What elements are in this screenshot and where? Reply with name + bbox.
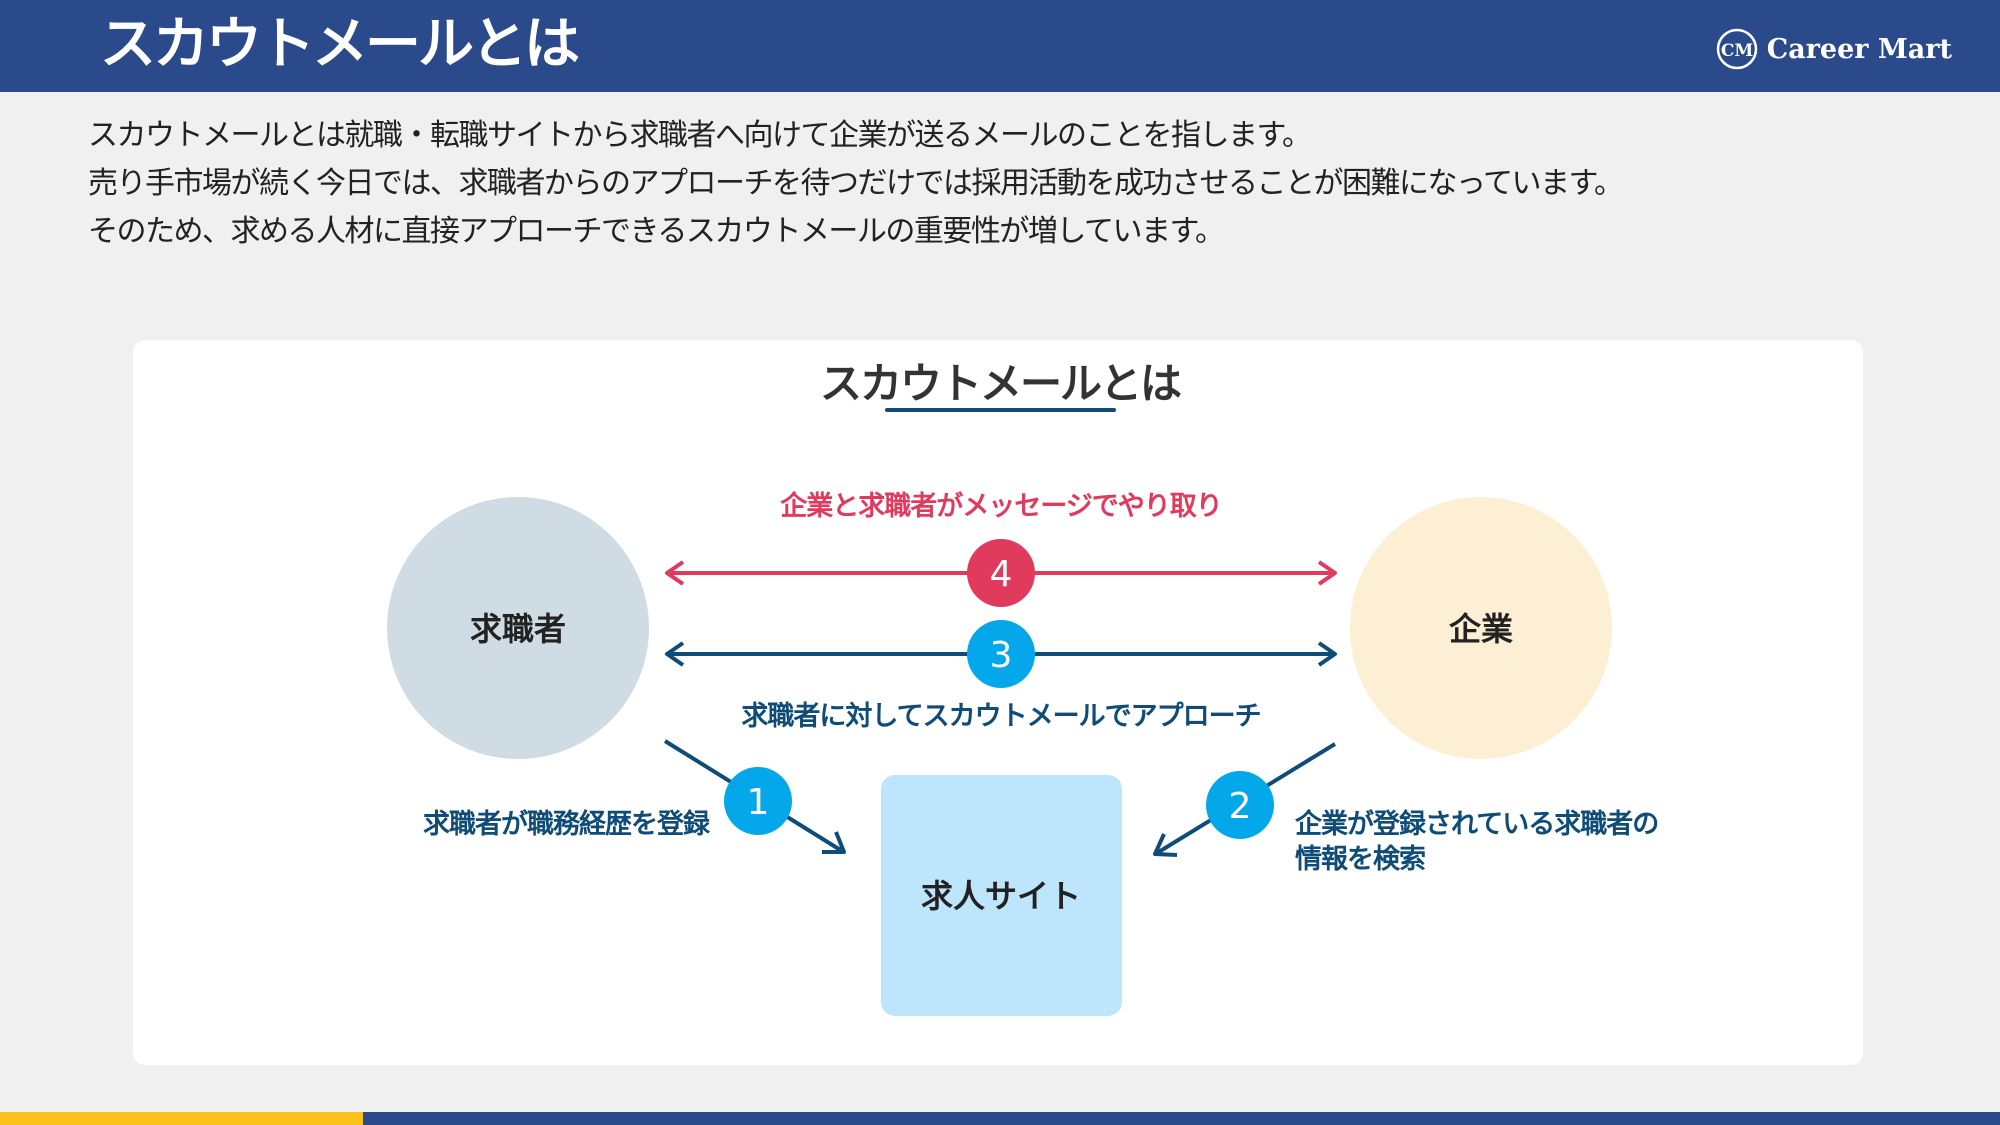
step3-arrowhead-left [665, 641, 685, 667]
logo-text: Career Mart [1766, 33, 1952, 65]
job-site-label: 求人サイト [921, 877, 1081, 915]
step3-badge [967, 620, 1035, 688]
job-seeker-circle [387, 497, 649, 759]
job-seeker-label: 求職者 [470, 610, 566, 648]
intro-line-1: スカウトメールとは就職・転職サイトから求職者へ向けて企業が送るメールのことを指し… [88, 118, 1312, 153]
diagram-title: スカウトメールとは [819, 359, 1182, 408]
step1-label: 求職者が職務経歴を登録 [423, 808, 711, 840]
step4-arrowhead-right [1317, 560, 1337, 586]
step4-badge [967, 539, 1035, 607]
step2-label-line1: 企業が登録されている求職者の [1295, 808, 1658, 840]
intro-line-2: 売り手市場が続く今日では、求職者からのアプローチを待つだけでは採用活動を成功させ… [88, 166, 1624, 201]
footer-bar-yellow [0, 1112, 363, 1125]
footer-bar-blue [363, 1112, 2000, 1125]
step2-arrowhead [1153, 833, 1178, 857]
step2-label-line2: 情報を検索 [1295, 844, 1426, 875]
step3-number: 3 [990, 635, 1013, 676]
intro-text: スカウトメールとは就職・転職サイトから求職者へ向けて企業が送るメールのことを指し… [88, 112, 1888, 256]
step2-number: 2 [1229, 786, 1252, 827]
step4-number: 4 [990, 554, 1013, 595]
step4-arrowhead-left [665, 560, 685, 586]
step1-number: 1 [747, 782, 770, 823]
step3-label: 求職者に対してスカウトメールでアプローチ [741, 701, 1260, 732]
company-label: 企業 [1449, 610, 1513, 648]
page-title: スカウトメールとは [100, 12, 580, 77]
company-logo: CM Career Mart [1715, 26, 1952, 72]
company-circle [1350, 497, 1612, 759]
step2-badge [1206, 771, 1274, 839]
step1-arrowhead [822, 831, 846, 854]
header-bar: スカウトメールとは CM Career Mart [0, 0, 2000, 92]
step3-arrowhead-right [1317, 641, 1337, 667]
intro-line-3: そのため、求める人材に直接アプローチできるスカウトメールの重要性が増しています。 [88, 214, 1225, 249]
svg-text:CM: CM [1721, 41, 1754, 61]
step1-badge [724, 767, 792, 835]
job-site-box [881, 775, 1122, 1016]
step4-label: 企業と求職者がメッセージでやり取り [780, 490, 1221, 522]
career-mart-logo-icon: CM [1716, 28, 1757, 70]
